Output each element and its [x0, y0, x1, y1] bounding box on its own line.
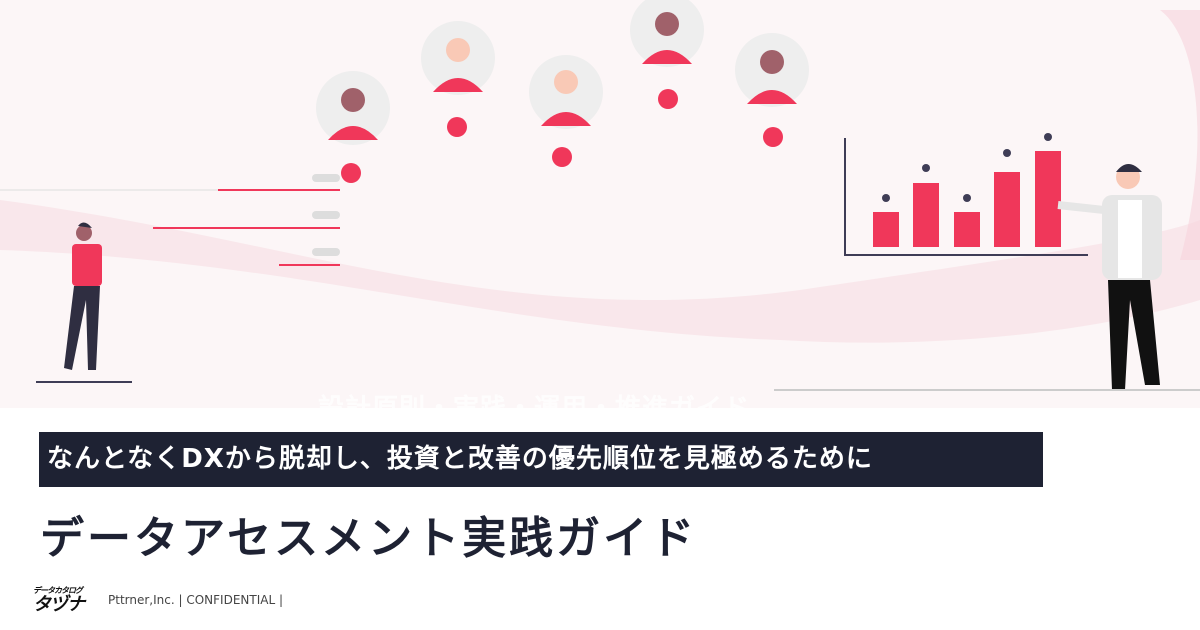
logo-small-text: データカタログ — [33, 586, 83, 595]
brand-logo: データカタログ タヅナ — [33, 585, 93, 614]
page-title: データアセスメント実践ガイド — [40, 513, 698, 564]
bar-chart-illustration — [844, 133, 1088, 256]
hero-illustration: 設計原則・実践・運用・推進ガイド — [0, 0, 1200, 408]
logo-big-text: タヅナ — [33, 594, 85, 615]
hero-faint-caption: 設計原則・実践・運用・推進ガイド — [318, 388, 750, 408]
footer-text: Pttrner,Inc. | CONFIDENTIAL | — [108, 593, 283, 607]
avatar-group — [316, 0, 809, 183]
subtitle-banner: なんとなくDXから脱却し、投資と改善の優先順位を見極めるために — [39, 432, 1043, 487]
person-standing — [36, 222, 132, 383]
person-presenting — [774, 164, 1200, 391]
